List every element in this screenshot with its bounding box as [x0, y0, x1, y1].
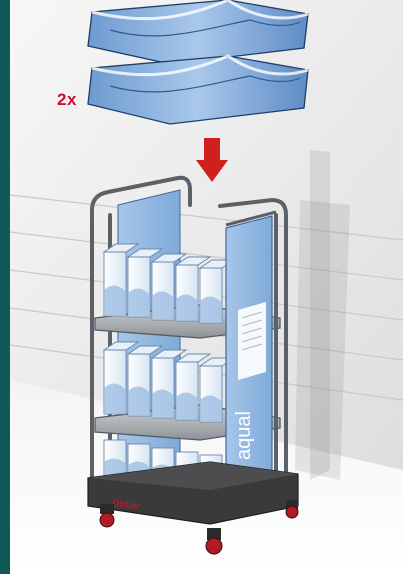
wheel-back-right: [286, 500, 298, 518]
quantity-label: 2x: [57, 90, 77, 110]
wheel-front-right: [206, 528, 222, 554]
side-panel-sheet: [238, 302, 266, 380]
side-panel-brand: aqual: [233, 411, 255, 460]
wheel-front-left: [100, 504, 114, 527]
